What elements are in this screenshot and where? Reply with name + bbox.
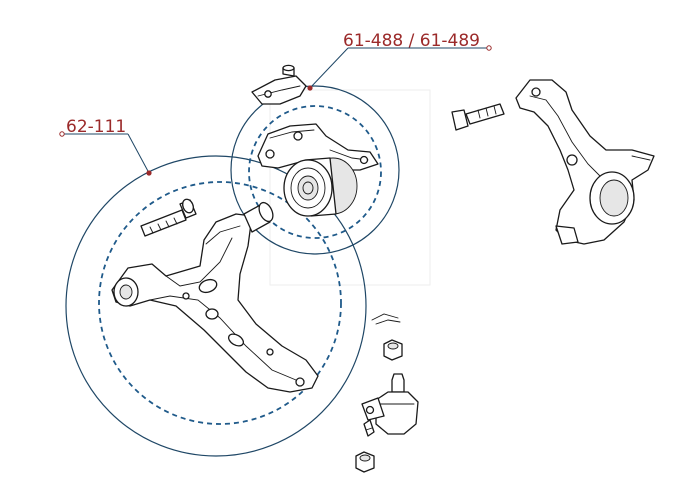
ball-joint-icon[interactable] <box>361 373 419 437</box>
rear-bushing-icon[interactable] <box>257 123 379 217</box>
callout-ring-arm[interactable] <box>65 155 367 457</box>
cotter-clip-icon[interactable] <box>371 313 401 325</box>
nut-lower-icon[interactable] <box>355 451 375 473</box>
knuckle-bolt-icon[interactable] <box>451 103 505 131</box>
bolt-icon[interactable] <box>140 198 197 237</box>
callout-label-bushing[interactable]: 61-488 / 61-489 <box>343 31 480 51</box>
leader-bushing <box>307 45 492 91</box>
callout-label-arm[interactable]: 62-111 <box>66 117 126 137</box>
bushing-backdrop-box <box>269 89 431 286</box>
callout-ring-arm-dashed <box>98 181 342 425</box>
callout-ring-bushing[interactable] <box>230 85 400 255</box>
steering-knuckle-icon[interactable] <box>515 79 655 245</box>
leader-arm <box>59 131 152 176</box>
callout-ring-bushing-dashed <box>248 105 382 239</box>
nut-icon[interactable] <box>383 339 403 361</box>
bracket-icon[interactable] <box>251 64 307 105</box>
lower-control-arm-icon[interactable] <box>111 200 319 393</box>
